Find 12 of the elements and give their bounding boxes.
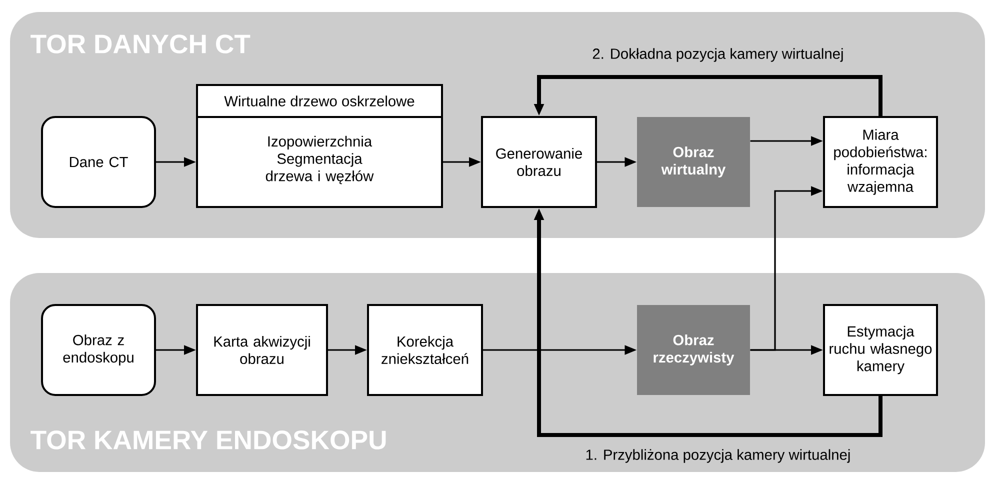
image-box: Obraz wirtualny [637, 117, 750, 207]
edge-label: 1. Przybliżona pozycja kamery wirtualnej [586, 449, 850, 463]
process-box: Wirtualne drzewo oskrzelowe Izopowierzchnia Segmentacja drzewa i węzłów [196, 84, 443, 208]
terminal-box: Dane CT [41, 116, 156, 208]
terminal-box: Obraz z endoskopu [41, 304, 156, 396]
process-box: Miara podobieństwa: informacja wzajemna [823, 116, 938, 208]
edge-label: 2. Dokładna pozycja kamery wirtualnej [592, 48, 843, 62]
process-box: Generowanie obrazu [481, 116, 597, 208]
process-box: Korekcja zniekształceń [367, 304, 483, 396]
process-box: Karta akwizycji obrazu [196, 304, 328, 396]
image-box: Obraz rzeczywisty [637, 305, 750, 395]
process-box: Estymacja ruchu własnego kamery [823, 304, 938, 396]
